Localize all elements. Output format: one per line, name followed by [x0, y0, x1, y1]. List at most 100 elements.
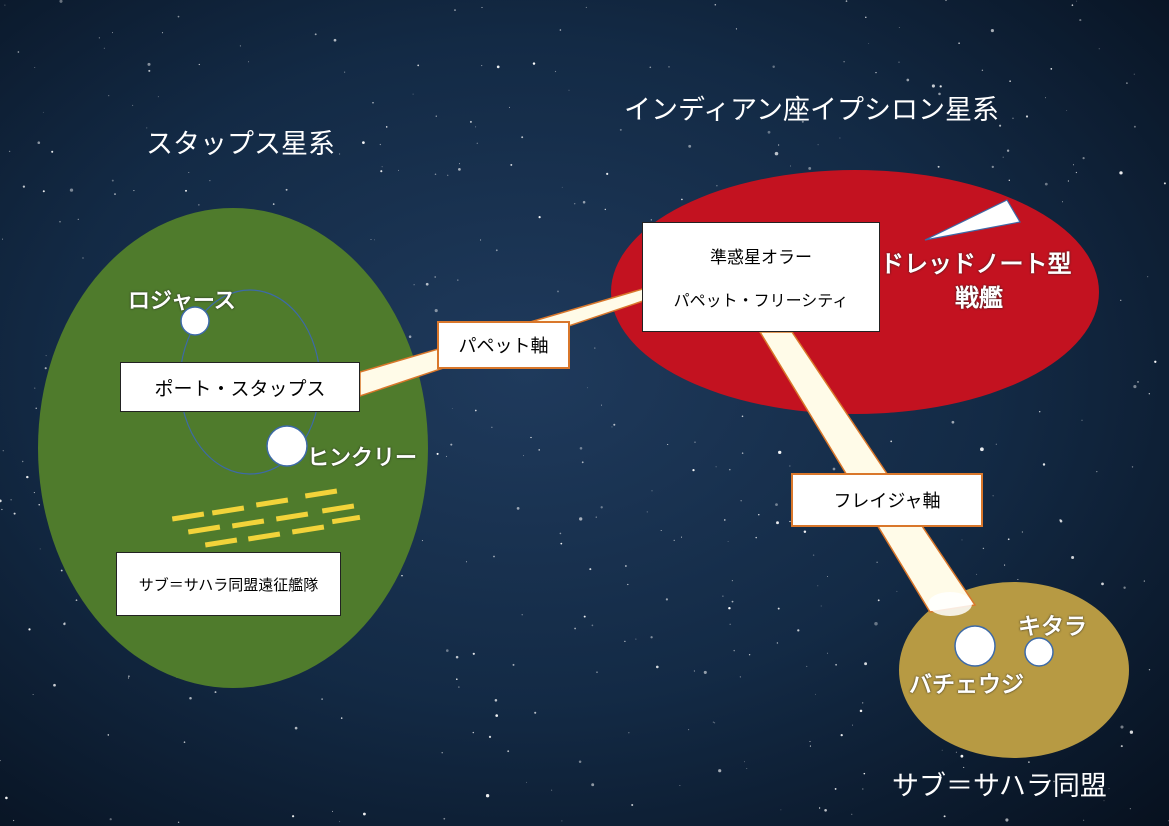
fleet-ship-icon — [321, 503, 355, 514]
star — [780, 809, 782, 811]
star — [8, 150, 11, 153]
star — [2, 450, 4, 452]
star — [4, 4, 6, 6]
star — [417, 64, 420, 67]
star — [775, 503, 778, 506]
fleet-ships — [171, 488, 361, 548]
star — [1148, 393, 1150, 395]
star — [789, 465, 791, 467]
star — [992, 495, 994, 497]
star — [373, 239, 375, 241]
fleet-ship-icon — [291, 524, 325, 535]
star — [937, 165, 940, 168]
star — [981, 69, 984, 72]
star — [458, 686, 460, 688]
star — [665, 598, 669, 601]
star — [1053, 780, 1055, 783]
star — [380, 170, 383, 173]
star — [551, 789, 553, 791]
star — [767, 130, 771, 134]
star — [214, 691, 217, 694]
star — [45, 355, 47, 357]
star — [938, 92, 941, 96]
star — [434, 309, 438, 313]
kitara-planet — [1024, 637, 1054, 667]
star — [111, 179, 114, 182]
star — [436, 452, 439, 455]
star — [1133, 125, 1136, 128]
star — [1079, 19, 1082, 22]
star — [591, 624, 594, 627]
star — [776, 521, 779, 525]
star — [945, 0, 947, 2]
star — [472, 652, 475, 655]
star — [481, 7, 483, 8]
star — [53, 683, 56, 687]
star — [1120, 725, 1124, 729]
star — [898, 27, 900, 29]
star — [731, 580, 733, 582]
star — [635, 638, 637, 640]
star — [1133, 385, 1137, 389]
star — [51, 150, 54, 153]
star — [589, 568, 592, 571]
star — [714, 4, 717, 6]
star — [333, 38, 337, 42]
star — [728, 606, 731, 610]
star — [434, 173, 437, 176]
star — [314, 33, 317, 36]
star — [1012, 117, 1014, 120]
star — [412, 93, 414, 95]
star — [42, 111, 44, 113]
star — [458, 163, 460, 165]
olar-box-line2: パペット・フリーシティ — [673, 291, 849, 311]
star — [820, 605, 822, 607]
star — [958, 42, 960, 45]
star — [408, 335, 412, 338]
star — [1071, 556, 1075, 559]
star — [1143, 580, 1145, 582]
star — [716, 185, 718, 187]
star — [864, 662, 868, 666]
star — [559, 29, 562, 31]
star — [814, 693, 816, 695]
star — [147, 62, 151, 66]
star — [108, 95, 110, 97]
star — [1131, 466, 1134, 468]
star — [530, 436, 532, 439]
star — [827, 576, 828, 578]
star — [619, 128, 622, 131]
star — [843, 61, 845, 63]
star — [1009, 80, 1011, 82]
star — [582, 200, 586, 204]
star — [601, 404, 602, 406]
star — [445, 455, 448, 457]
star — [13, 512, 16, 515]
star — [896, 590, 898, 592]
star — [650, 219, 652, 221]
star — [660, 529, 662, 532]
star — [198, 63, 200, 66]
star — [1101, 582, 1104, 586]
star — [1096, 471, 1098, 473]
star — [1048, 779, 1051, 782]
star — [451, 407, 453, 409]
star — [1126, 82, 1128, 84]
star — [1103, 800, 1105, 802]
star — [1, 508, 3, 511]
star — [538, 216, 541, 219]
star — [446, 649, 449, 652]
star — [507, 750, 510, 753]
star — [59, 220, 61, 223]
star — [817, 144, 819, 146]
star — [1120, 299, 1122, 301]
star — [1062, 201, 1063, 203]
star — [578, 760, 582, 764]
sab-alliance-region — [899, 582, 1129, 758]
star — [1137, 381, 1139, 383]
sab-alliance-title: サブ＝サハラ同盟 — [892, 771, 1107, 802]
dreadnought-label-line1: ドレッドノート型 — [880, 249, 1072, 278]
star — [362, 812, 366, 816]
star — [285, 188, 288, 191]
star — [963, 766, 965, 768]
